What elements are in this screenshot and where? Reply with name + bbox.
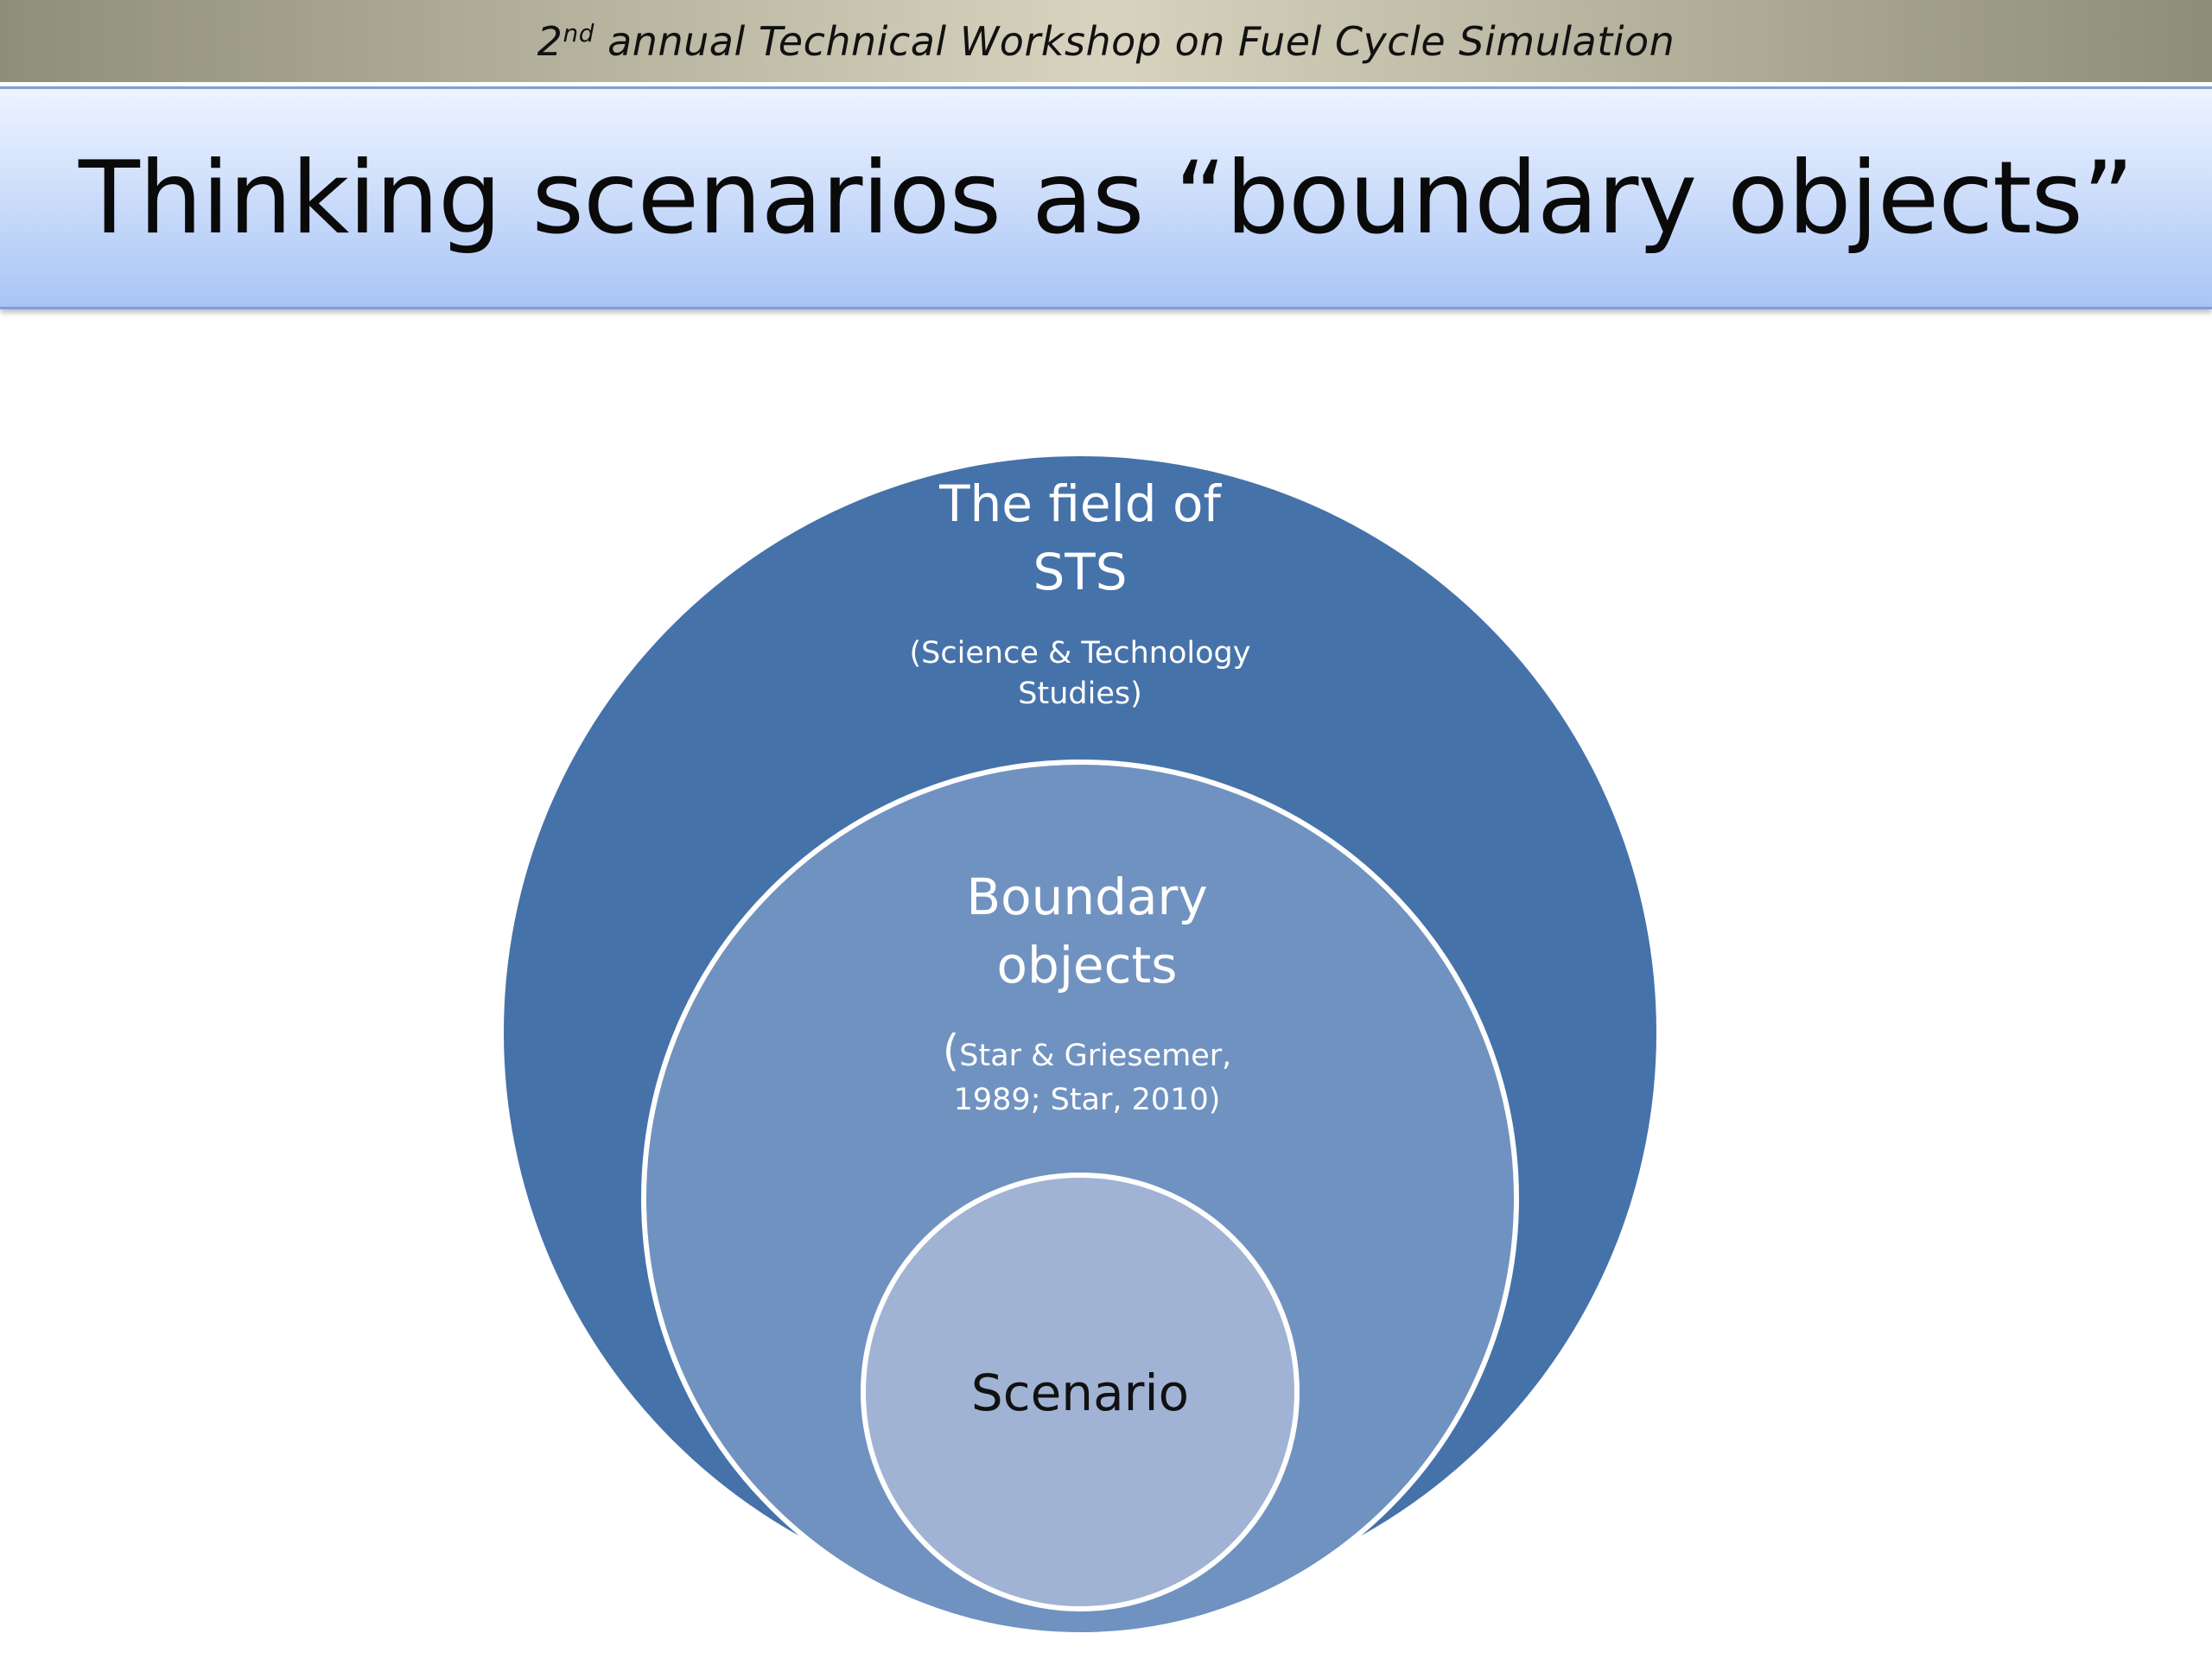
- workshop-banner: 2nd annual Technical Workshop on Fuel Cy…: [0, 0, 2212, 82]
- outer-circle-title-line1: The field of: [938, 474, 1222, 533]
- workshop-ordinal-suffix: nd: [563, 18, 594, 48]
- slide-title-bar: Thinking scenarios as “boundary objects”: [0, 86, 2212, 309]
- workshop-name: annual Technical Workshop on Fuel Cycle …: [594, 17, 1675, 65]
- outer-circle-title-line2: STS: [1033, 543, 1127, 601]
- inner-circle-label: Scenario: [971, 1363, 1189, 1422]
- outer-circle-note-line1: (Science & Technology: [910, 636, 1251, 671]
- slide-title: Thinking scenarios as “boundary objects”: [79, 139, 2134, 257]
- middle-circle-note-line2: 1989; Star, 2010): [954, 1083, 1221, 1117]
- workshop-ordinal: 2: [537, 17, 563, 65]
- middle-circle-note-line1: (Star & Griesemer,: [943, 1026, 1232, 1076]
- inner-circle-scenario: [861, 1173, 1300, 1611]
- middle-circle-note-line1-text: Star & Griesemer,: [959, 1039, 1231, 1073]
- middle-circle-title-line2: objects: [997, 936, 1178, 995]
- workshop-banner-text: 2nd annual Technical Workshop on Fuel Cy…: [537, 18, 1675, 65]
- outer-circle-note-line2: Studies): [1018, 677, 1142, 711]
- middle-circle-title-line1: Boundary: [966, 868, 1207, 926]
- middle-circle-note-open-paren: (: [943, 1026, 960, 1076]
